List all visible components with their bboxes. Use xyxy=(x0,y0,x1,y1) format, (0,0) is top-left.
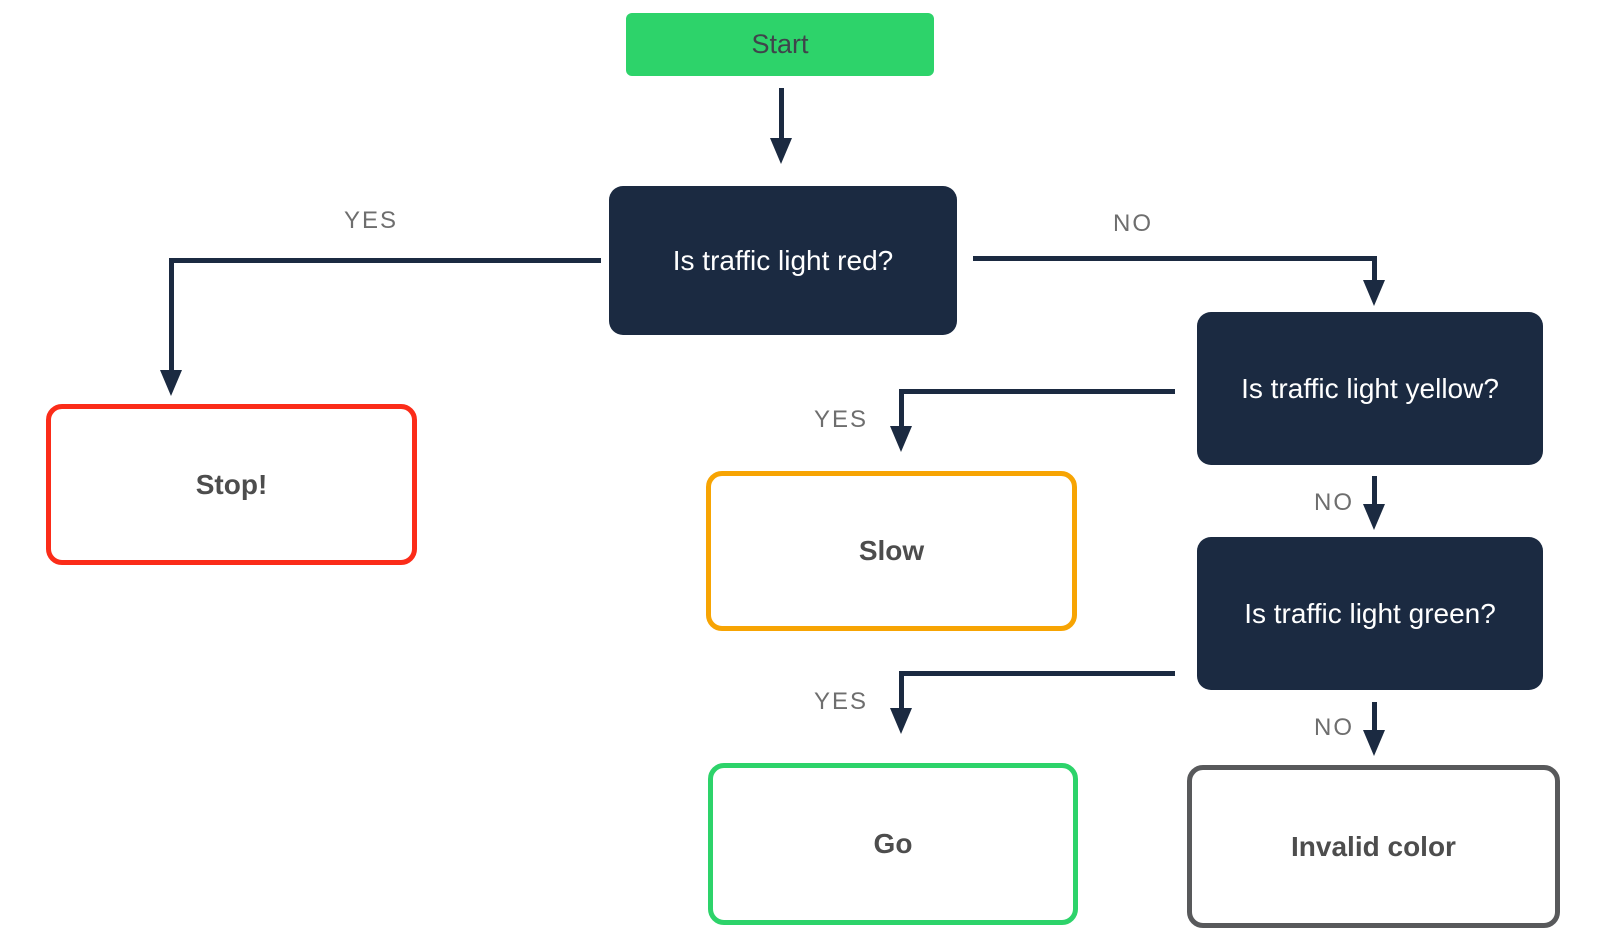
edge-yellow-no-line-vertical xyxy=(1372,476,1377,504)
node-start: Start xyxy=(626,13,934,76)
node-question-yellow: Is traffic light yellow? xyxy=(1197,312,1543,465)
edge-yellow-yes-label: YES xyxy=(813,406,869,433)
arrowhead-icon xyxy=(1363,730,1385,756)
edge-red-no-label: NO xyxy=(1113,210,1153,237)
edge-green-yes-label: YES xyxy=(813,688,869,715)
node-question-yellow-label: Is traffic light yellow? xyxy=(1241,372,1499,404)
edge-yellow-yes-line-vertical xyxy=(899,389,904,426)
edge-green-yes-line-horizontal xyxy=(899,671,1175,676)
node-invalid-color: Invalid color xyxy=(1187,765,1560,928)
edge-green-no-line-vertical xyxy=(1372,702,1377,730)
arrowhead-icon xyxy=(160,370,182,396)
edge-red-yes-line-vertical xyxy=(169,258,174,370)
node-question-green: Is traffic light green? xyxy=(1197,537,1543,690)
node-slow: Slow xyxy=(706,471,1077,631)
node-stop-label: Stop! xyxy=(195,468,268,500)
edge-yellow-yes-line-horizontal xyxy=(899,389,1175,394)
node-invalid-color-label: Invalid color xyxy=(1291,830,1456,862)
edge-yellow-no-label: NO xyxy=(1314,489,1354,516)
node-go: Go xyxy=(708,763,1078,925)
arrowhead-icon xyxy=(890,426,912,452)
node-question-green-label: Is traffic light green? xyxy=(1244,597,1496,629)
node-question-red-label: Is traffic light red? xyxy=(672,244,894,276)
node-stop: Stop! xyxy=(46,404,417,565)
edge-red-yes-label: YES xyxy=(343,207,399,234)
node-question-red: Is traffic light red? xyxy=(609,186,957,335)
edge-green-yes-line-vertical xyxy=(899,671,904,708)
node-go-label: Go xyxy=(873,828,913,860)
edge-red-no-line-vertical xyxy=(1372,256,1377,280)
node-start-label: Start xyxy=(751,29,809,60)
edge-green-no-label: NO xyxy=(1314,714,1354,741)
arrowhead-icon xyxy=(1363,280,1385,306)
edge-start-to-red-line xyxy=(779,88,784,138)
edge-red-no-line-horizontal xyxy=(973,256,1377,261)
arrowhead-icon xyxy=(770,138,792,164)
node-slow-label: Slow xyxy=(858,535,925,567)
arrowhead-icon xyxy=(1363,504,1385,530)
edge-red-yes-line-horizontal xyxy=(169,258,601,263)
arrowhead-icon xyxy=(890,708,912,734)
